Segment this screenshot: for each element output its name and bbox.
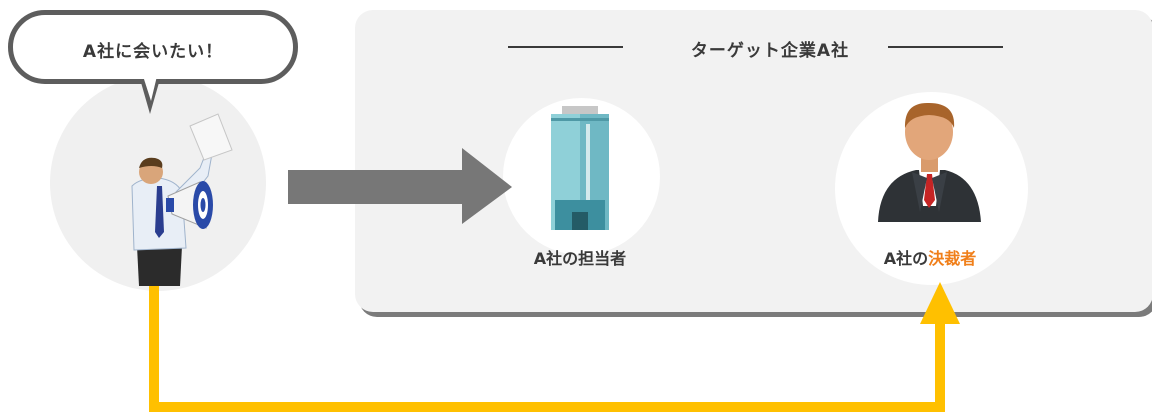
- decision-maker-label-prefix: A社の: [883, 249, 929, 268]
- businessman-icon: [878, 102, 981, 222]
- flow-arrow-yellow: [149, 282, 960, 412]
- title-rule-right: [888, 46, 1003, 48]
- title-rule-left: [508, 46, 623, 48]
- contact-label: A社の担当者: [533, 249, 627, 268]
- decision-maker-label-highlight: 決裁者: [928, 249, 977, 268]
- bubble-text: A社に会いたい！: [82, 42, 224, 62]
- flow-arrow-gray: [288, 148, 512, 224]
- megaphone-person-icon: [131, 113, 233, 286]
- office-building-icon: [551, 106, 609, 230]
- speech-bubble-tail: [140, 76, 160, 114]
- panel-title: ターゲット企業A社: [690, 41, 850, 61]
- decision-maker-label: A社の決裁者: [840, 245, 1020, 269]
